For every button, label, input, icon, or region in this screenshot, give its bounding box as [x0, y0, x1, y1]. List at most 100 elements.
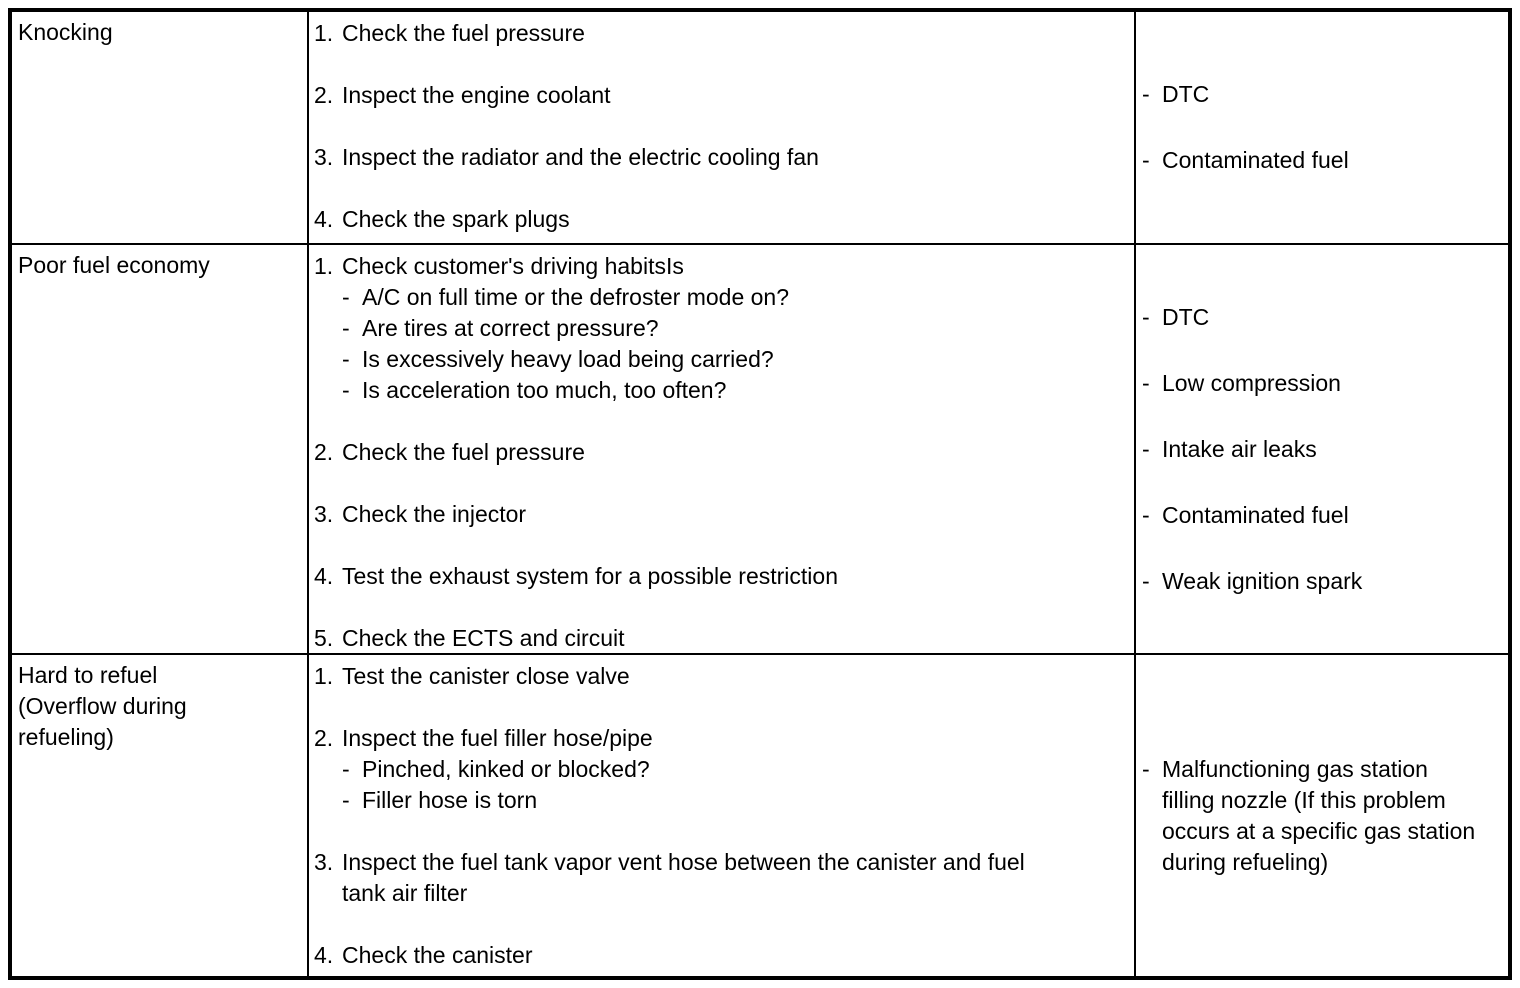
step-number: 4. — [314, 206, 334, 232]
step-text: Check the spark plugs — [342, 204, 1126, 235]
step-main-text: Check the ECTS and circuit — [342, 625, 625, 651]
suspect-area-text: DTC — [1162, 303, 1210, 330]
step-number: 4. — [314, 942, 334, 968]
step-main-text: Check the fuel pressure — [342, 20, 585, 46]
suspect-area-item: -Low compression — [1142, 368, 1502, 399]
suspect-area-text: Low compression — [1162, 369, 1341, 396]
step-number: 5. — [314, 625, 334, 651]
suspect-area-text: Contaminated fuel — [1162, 501, 1349, 528]
step-main-text: Check the spark plugs — [342, 206, 570, 232]
suspect-area-item: -Weak ignition spark — [1142, 566, 1502, 597]
step-number: 3. — [314, 144, 334, 170]
inspection-step: 4. Check the spark plugs — [314, 204, 1126, 235]
dash-marker: - — [1142, 147, 1150, 173]
dash-marker: - — [1142, 81, 1150, 107]
step-text: Check the canister — [342, 940, 1126, 971]
inspection-step: 3. Check the injector — [314, 499, 1126, 530]
step-number: 2. — [314, 439, 334, 465]
suspect-area-item: -DTC — [1142, 302, 1502, 333]
sub-item-text: Are tires at correct pressure? — [362, 315, 659, 341]
step-number: 4. — [314, 563, 334, 589]
step-text: Test the canister close valve — [342, 661, 1126, 692]
step-text: Check the fuel pressure — [342, 18, 1126, 49]
step-text: Test the exhaust system for a possible r… — [342, 561, 1126, 592]
inspection-step: 3. Inspect the radiator and the electric … — [314, 142, 1126, 173]
table-row-poor-fuel-economy: Poor fuel economy 1.Check customer's dri… — [12, 243, 1508, 653]
dash-marker: - — [1142, 303, 1150, 330]
step-number: 3. — [314, 849, 334, 875]
step-main-text: Inspect the engine coolant — [342, 82, 611, 108]
step-text: Inspect the radiator and the electric co… — [342, 142, 1126, 173]
suspect-area-text: Malfunctioning gas station filling nozzl… — [1162, 755, 1476, 875]
step-number: 3. — [314, 501, 334, 527]
step-main-text: Check the injector — [342, 501, 527, 527]
step-text: Check the fuel pressure — [342, 437, 1126, 468]
step-main-text: Check the canister — [342, 942, 533, 968]
suspect-area-item: -Contaminated fuel — [1142, 145, 1502, 176]
step-main-text: Check the fuel pressure — [342, 439, 585, 465]
step-text: Inspect the fuel filler hose/pipe -Pinche… — [342, 723, 1126, 816]
dash-marker: - — [342, 284, 350, 310]
inspection-step: 2. Check the fuel pressure — [314, 437, 1126, 468]
step-main-text: Inspect the radiator and the electric co… — [342, 144, 819, 170]
sub-item-text: A/C on full time or the defroster mode o… — [362, 284, 789, 310]
step-sub-item: -Is excessively heavy load being carried… — [342, 344, 1126, 375]
suspect-area-text: Intake air leaks — [1162, 435, 1317, 462]
step-sub-item: -Filler hose is torn — [342, 785, 1126, 816]
suspect-area-item: -Intake air leaks — [1142, 434, 1502, 465]
step-number: 1. — [314, 663, 334, 689]
inspection-step: 1. Test the canister close valve — [314, 661, 1126, 692]
sub-item-text: Is acceleration too much, too often? — [362, 377, 727, 403]
step-number: 1. — [314, 253, 334, 279]
step-text: Check customer's driving habitsIs-A/C on… — [342, 251, 1126, 406]
step-main-text: Check customer's driving habitsIs — [342, 253, 684, 279]
step-sub-item: -A/C on full time or the defroster mode … — [342, 282, 1126, 313]
step-sub-item: -Pinched, kinked or blocked? — [342, 754, 1126, 785]
suspect-area-cell: -DTC-Contaminated fuel — [1136, 12, 1508, 243]
inspection-step: 1.Check customer's driving habitsIs-A/C … — [314, 251, 1126, 406]
dash-marker: - — [342, 346, 350, 372]
dash-marker: - — [1142, 755, 1150, 782]
inspection-steps-cell: 1. Check the fuel pressure 2. Inspect the e… — [309, 12, 1136, 243]
suspect-area-item: -Contaminated fuel — [1142, 500, 1502, 531]
sub-item-text: Is excessively heavy load being carried? — [362, 346, 774, 372]
symptom-cell: Knocking — [12, 12, 309, 243]
step-text: Check the ECTS and circuit — [342, 623, 1126, 653]
suspect-area-text: Contaminated fuel — [1162, 147, 1349, 173]
inspection-step: 1. Check the fuel pressure — [314, 18, 1126, 49]
dash-marker: - — [342, 756, 350, 782]
suspect-area-item: -DTC — [1142, 79, 1502, 110]
dash-marker: - — [1142, 567, 1150, 594]
step-text: Inspect the engine coolant — [342, 80, 1126, 111]
step-main-text: Inspect the fuel tank vapor vent hose be… — [342, 849, 1025, 906]
dash-marker: - — [1142, 435, 1150, 462]
step-text: Check the injector — [342, 499, 1126, 530]
inspection-step: 2.Inspect the fuel filler hose/pipe-Pinc… — [314, 723, 1126, 816]
inspection-step: 4. Check the canister — [314, 940, 1126, 971]
step-main-text: Test the canister close valve — [342, 663, 630, 689]
sub-item-text: Filler hose is torn — [362, 787, 538, 813]
step-number: 1. — [314, 20, 334, 46]
step-text: Inspect the fuel tank vapor vent hose be… — [342, 847, 1126, 909]
symptom-cell: Hard to refuel (Overflow during refuelin… — [12, 655, 309, 976]
table-row-knocking: Knocking 1. Check the fuel pressure 2. Insp… — [12, 12, 1508, 243]
step-main-text: Inspect the fuel filler hose/pipe — [342, 725, 653, 751]
suspect-area-cell: -Malfunctioning gas station filling nozz… — [1136, 655, 1508, 976]
suspect-area-cell: -DTC-Low compression-Intake air leaks-Co… — [1136, 245, 1508, 653]
dash-marker: - — [342, 787, 350, 813]
inspection-step: 4. Test the exhaust system for a possible… — [314, 561, 1126, 592]
dash-marker: - — [1142, 369, 1150, 396]
inspection-step: 3. Inspect the fuel tank vapor vent hose … — [314, 847, 1126, 909]
suspect-area-text: DTC — [1162, 81, 1210, 107]
inspection-step: 2. Inspect the engine coolant — [314, 80, 1126, 111]
step-main-text: Test the exhaust system for a possible r… — [342, 563, 838, 589]
step-sub-item: -Are tires at correct pressure? — [342, 313, 1126, 344]
step-number: 2. — [314, 82, 334, 108]
dash-marker: - — [342, 315, 350, 341]
dash-marker: - — [342, 377, 350, 403]
troubleshooting-table: Knocking 1. Check the fuel pressure 2. Insp… — [8, 8, 1512, 980]
step-sub-item: -Is acceleration too much, too often? — [342, 375, 1126, 406]
inspection-step: 5. Check the ECTS and circuit — [314, 623, 1126, 653]
table-row-hard-to-refuel: Hard to refuel (Overflow during refuelin… — [12, 653, 1508, 976]
